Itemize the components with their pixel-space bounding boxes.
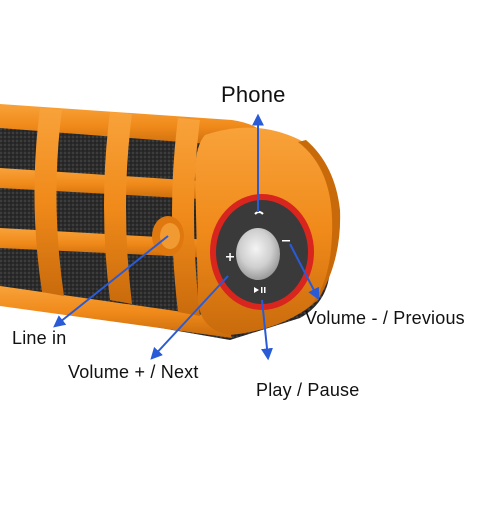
control-panel [210,194,314,310]
arrow-volume-minus [289,243,320,301]
line-in-label: Line in [12,328,67,348]
phone-label: Phone [221,82,286,107]
arrow-play-pause [261,299,273,361]
annotation-arrows [53,113,320,361]
play-pause-label: Play / Pause [256,380,360,400]
minus-icon [282,240,290,242]
play-pause-icon [254,287,266,293]
plus-icon [226,253,234,261]
volume-minus-previous-label: Volume - / Previous [305,308,465,328]
arrow-volume-plus [150,275,229,360]
volume-plus-next-label: Volume + / Next [68,362,199,382]
arrow-line-in [53,235,169,328]
